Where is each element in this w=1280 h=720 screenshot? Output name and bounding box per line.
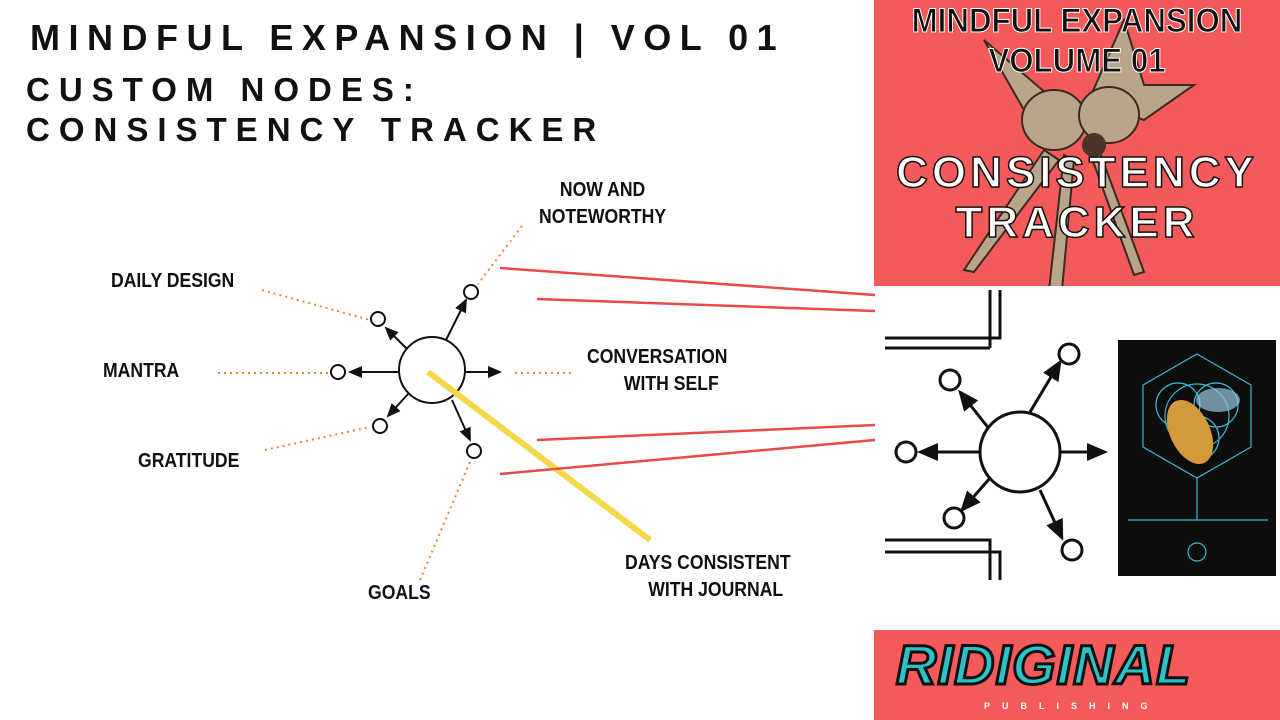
- label-line: NOTEWORTHY: [539, 206, 667, 228]
- label-mantra: MANTRA: [103, 360, 180, 382]
- robot-creature-illustration: [962, 17, 1198, 286]
- label-line: DAYS CONSISTENT: [625, 552, 791, 574]
- label-line: NOW AND: [559, 179, 646, 201]
- highlight-line: [426, 369, 652, 543]
- label-daily-design: DAILY DESIGN: [111, 270, 235, 292]
- cover-title-line4: TRACKER: [955, 198, 1199, 247]
- bee-geometry-image: [1118, 340, 1276, 576]
- label-gratitude: GRATITUDE: [138, 450, 240, 472]
- label-now-and-noteworthy: NOW AND NOTEWORTHY: [539, 177, 666, 231]
- subtitle-line-2: CONSISTENCY TRACKER: [26, 111, 606, 148]
- cover-art: MINDFUL EXPANSION VOLUME 01 CONSISTENCY …: [874, 0, 1280, 286]
- publisher-logo: RIDIGINAL PUBLISHING: [874, 630, 1280, 720]
- logo-subtitle: PUBLISHING: [984, 701, 1160, 711]
- label-line: WITH JOURNAL: [648, 579, 784, 601]
- leader-lines: [218, 225, 572, 581]
- label-line: WITH SELF: [623, 373, 719, 395]
- logo-wordmark: RIDIGINAL: [894, 633, 1192, 696]
- label-goals: GOALS: [368, 582, 431, 604]
- node-graph-right: [885, 290, 1108, 580]
- connector-lines: [499, 266, 876, 476]
- bee-icon: [1128, 353, 1268, 562]
- label-days-consistent: DAYS CONSISTENT WITH JOURNAL: [625, 550, 791, 604]
- page-title: MINDFUL EXPANSION | VOL 01: [30, 17, 786, 58]
- label-conversation-with-self: CONVERSATION WITH SELF: [587, 344, 727, 398]
- cover-title-line3: CONSISTENCY: [895, 148, 1258, 197]
- cover-title-line1: MINDFUL EXPANSION: [911, 2, 1243, 41]
- node-graph-left: [330, 284, 502, 459]
- cover-title-line2: VOLUME 01: [988, 42, 1166, 81]
- subtitle-line-1: CUSTOM NODES:: [26, 71, 423, 108]
- label-line: CONVERSATION: [587, 346, 728, 368]
